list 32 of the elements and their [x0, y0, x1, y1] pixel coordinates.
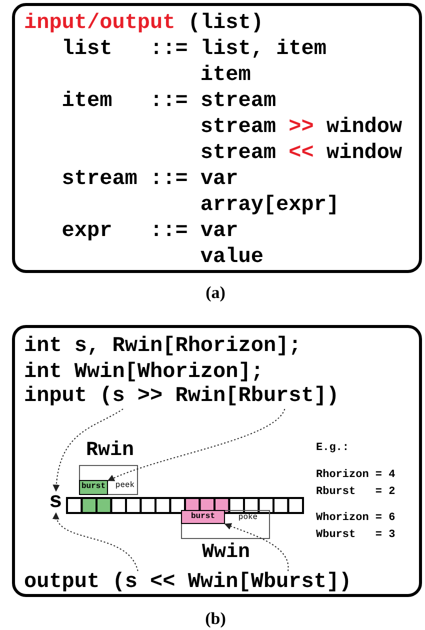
code-line: array[expr]	[200, 194, 340, 218]
burst-region: burst	[79, 480, 108, 495]
region-label: poke	[237, 513, 259, 523]
window-label: Wwin	[200, 542, 251, 564]
burst-region: burst	[181, 510, 225, 524]
window-label: Rwin	[84, 440, 135, 462]
leader-arrow	[224, 523, 289, 572]
code-line: value	[200, 246, 264, 270]
panel-caption: (a)	[204, 282, 226, 304]
code-line: output (s << Wwin[Wburst])	[24, 571, 354, 595]
code-line: stream << window	[200, 142, 402, 166]
example-value: Rhorizon = 4	[316, 468, 396, 483]
code-line: stream >> window	[200, 116, 402, 140]
leader-arrow	[53, 408, 124, 492]
stream-label: s	[49, 491, 63, 513]
leader-arrow	[107, 408, 286, 482]
code-line: expr ::= var	[62, 220, 238, 244]
code-line: int Wwin[Whorizon];	[24, 361, 264, 385]
region-label: peek	[114, 480, 136, 492]
code-line: input/output (list)	[24, 12, 264, 36]
leader-arrow	[54, 512, 138, 572]
code-line: item	[200, 64, 251, 88]
code-line: stream ::= var	[62, 168, 238, 192]
code-line: item ::= stream	[62, 90, 276, 114]
panel-caption: (b)	[204, 608, 227, 630]
code-line: input (s >> Rwin[Rburst])	[24, 385, 354, 409]
example-value: Whorizon = 6	[316, 511, 396, 526]
example-value: Wburst = 3	[316, 528, 396, 543]
example-value: Rburst = 2	[316, 485, 396, 500]
example-label: E.g.:	[316, 441, 350, 456]
code-line: list ::= list, item	[62, 38, 327, 62]
code-line: int s, Rwin[Rhorizon];	[24, 335, 302, 359]
